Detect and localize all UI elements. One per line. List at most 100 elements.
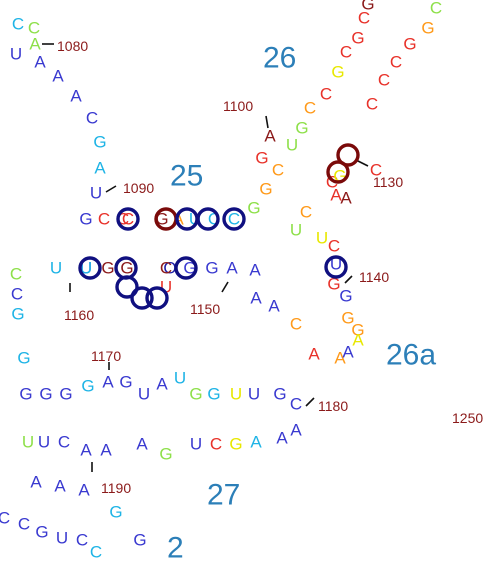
nucleotide: A [290,421,302,440]
nucleotide: C [430,0,442,18]
nucleotide: O [163,259,176,278]
nucleotide: G [81,377,94,396]
nucleotide: G [133,531,146,550]
nucleotide: A [34,53,46,72]
nucleotide: C [90,543,102,561]
position-label: 1180 [318,398,348,414]
nucleotide: A [340,189,352,208]
position-tick [105,185,117,193]
nucleotide: U [90,184,102,203]
nucleotide: A [30,473,42,492]
position-tick [221,281,229,293]
nucleotide: G [361,0,374,14]
nucleotide: G [120,259,133,278]
nucleotide: C [122,210,134,229]
nucleotide: G [119,373,132,392]
nucleotide: C [76,531,88,550]
nucleotide: C [11,285,23,304]
nucleotide: G [259,180,272,199]
ring-marker [145,286,169,310]
nucleotide: G [79,210,92,229]
nucleotide: C [272,161,284,180]
nucleotide: U [230,385,242,404]
nucleotide: U [50,259,62,278]
nucleotide: A [250,433,262,452]
nucleotide: G [39,385,52,404]
position-tick [265,115,269,129]
nucleotide: G [351,29,364,48]
nucleotide: A [334,349,346,368]
helix-label: 25 [170,160,203,193]
nucleotide: G [273,385,286,404]
position-label: 1090 [123,180,154,196]
nucleotide: G [255,149,268,168]
nucleotide: U [38,433,50,452]
nucleotide: A [80,441,92,460]
nucleotide: C [366,95,378,114]
nucleotide: A [276,429,288,448]
nucleotide: G [331,63,344,82]
helix-label: 27 [207,479,240,512]
nucleotide: C [210,435,222,454]
nucleotide: A [70,87,82,106]
ring-marker [196,207,220,231]
nucleotide: C [304,99,316,118]
position-tick [305,397,315,407]
nucleotide: G [11,305,24,324]
helix-label: 2 [167,532,184,561]
nucleotide: C [390,53,402,72]
nucleotide: U [56,529,68,548]
nucleotide: C [98,210,110,229]
nucleotide: C [18,515,30,534]
nucleotide: G [93,133,106,152]
nucleotide: U [290,221,302,240]
position-label: 1150 [190,301,220,317]
nucleotide: U [248,385,260,404]
nucleotide: A [136,435,148,454]
nucleotide: A [102,373,114,392]
nucleotide: U [174,369,186,388]
nucleotide: A [52,67,64,86]
nucleotide: G [421,19,434,38]
nucleotide: G [327,275,340,294]
nucleotide: U [316,229,328,248]
nucleotide: A [100,441,112,460]
nucleotide: A [268,297,280,316]
nucleotide: G [205,259,218,278]
ring-marker [78,256,102,280]
position-label: 1080 [57,38,88,54]
nucleotide: G [229,435,242,454]
ring-marker [326,160,350,184]
ring-marker [336,143,360,167]
nucleotide: A [250,289,262,308]
nucleotide: U [138,385,150,404]
nucleotide: A [54,477,66,496]
nucleotide: G [109,503,122,522]
nucleotide: A [94,159,106,178]
nucleotide: C [58,433,70,452]
ring-marker-layer [78,143,360,310]
position-label: 1140 [359,269,389,285]
nucleotide: C [86,109,98,128]
nucleotide: C [290,315,302,334]
nucleotide: U [10,45,22,64]
nucleotide: A [352,331,364,350]
helix-label: 26 [263,42,296,75]
nucleotide: C [10,265,22,284]
ring-marker [116,207,140,231]
position-label: 1190 [101,480,131,496]
nucleotide: C [340,43,352,62]
nucleotide: C [328,237,340,256]
nucleotide: C [370,161,382,180]
nucleotide: C [300,203,312,222]
ring-marker [222,207,246,231]
nucleotide: C [378,71,390,90]
nucleotide: C [160,259,172,278]
position-label: 1160 [64,307,94,323]
nucleotide: G [19,385,32,404]
position-label: 1170 [91,348,121,364]
position-label-layer: 1080109011001130114011501160117011801190… [57,38,483,496]
nucleotide: G [403,35,416,54]
